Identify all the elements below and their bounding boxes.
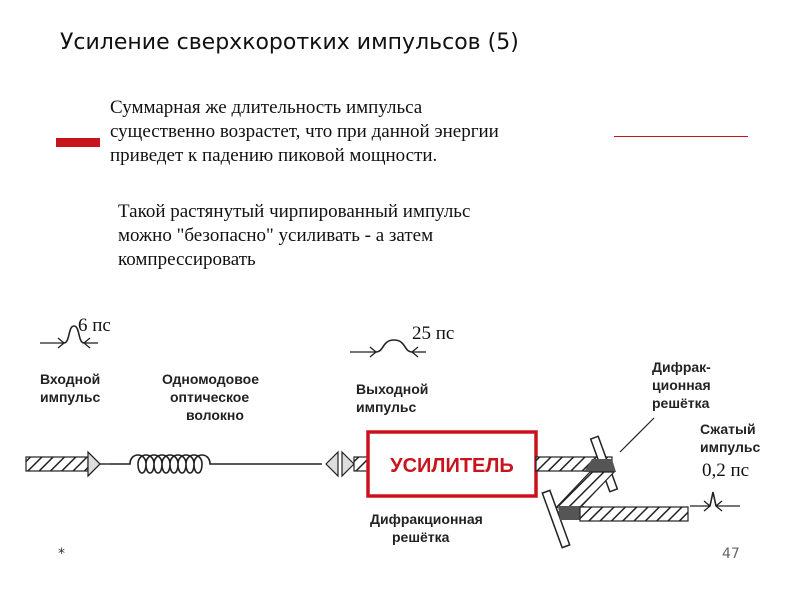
- bottom-grating-label-line: Дифракционная: [370, 511, 483, 527]
- top-grating-label-line: ционная: [652, 377, 711, 393]
- red-accent-mark: [56, 138, 100, 147]
- top-grating-label-line: решётка: [652, 395, 710, 411]
- paragraph-1-line: Суммарная же длительность импульса: [110, 97, 423, 118]
- amp-input-segment: [353, 456, 369, 472]
- input-pulse-shape: [40, 325, 98, 349]
- input-label-line: импульс: [40, 389, 101, 405]
- paragraph-1-line: существенно возрастет, что при данной эн…: [110, 121, 499, 142]
- top-grating-pointer: [619, 417, 655, 453]
- fiber-label-line: оптическое: [170, 389, 249, 405]
- output-duration-label: 25 пс: [412, 323, 454, 344]
- fiber-label-line: волокно: [186, 407, 244, 423]
- paragraph-1: Суммарная же длительность импульса сущес…: [110, 96, 620, 168]
- top-grating-label-line: Дифрак-: [652, 359, 711, 375]
- bottom-grating-label-line: решётка: [392, 529, 450, 545]
- paragraph-2: Такой растянутый чирпированный импульс м…: [118, 200, 588, 272]
- bottom-grating-spot: [558, 506, 584, 520]
- output-label-line: импульс: [356, 399, 417, 415]
- input-coupler-icon: [87, 450, 110, 478]
- top-grating-spot: [584, 459, 616, 472]
- compressed-duration-label: 0,2 пс: [702, 460, 749, 481]
- paragraph-2-line: можно "безопасно" усиливать - а затем: [118, 225, 434, 246]
- fiber-label-line: Одномодовое: [162, 371, 259, 387]
- paragraph-2-line: Такой растянутый чирпированный импульс: [118, 201, 471, 222]
- output-pulse-shape: [350, 339, 426, 358]
- compressed-label-line: Сжатый: [700, 421, 756, 437]
- amp-coupler-icon: [325, 450, 355, 478]
- fiber-coil: [110, 454, 322, 474]
- paragraph-1-line: приведет к падению пиковой мощности.: [110, 145, 438, 166]
- compressed-label-line: импульс: [700, 439, 761, 455]
- compressed-pulse-shape: [690, 491, 740, 512]
- page-title: Усиление сверхкоротких импульсов (5): [60, 30, 519, 55]
- red-accent-line: [614, 136, 748, 137]
- footer-marker: *: [58, 546, 65, 562]
- compressed-output-beam: [579, 506, 689, 522]
- input-label-line: Входной: [40, 371, 100, 387]
- input-duration-label: 6 пс: [78, 315, 111, 336]
- output-label-line: Выходной: [356, 381, 428, 397]
- input-fiber-segment: [25, 456, 89, 472]
- page-number: 47: [722, 546, 740, 562]
- amplifier-label: УСИЛИТЕЛЬ: [390, 455, 514, 477]
- amplifier-box: [366, 430, 538, 498]
- paragraph-2-line: компрессировать: [118, 249, 256, 270]
